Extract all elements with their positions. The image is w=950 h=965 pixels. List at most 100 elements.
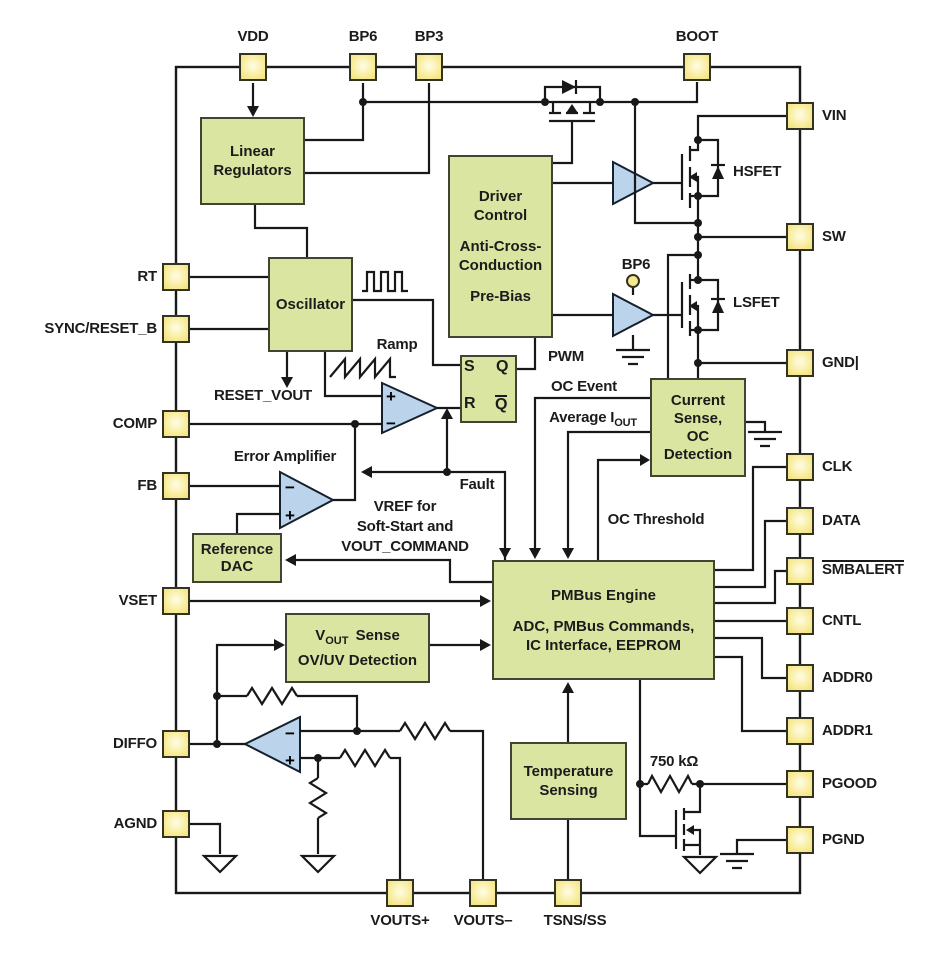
- diffamp-minus-sign: −: [285, 724, 295, 743]
- label-pgood: PGOOD: [822, 775, 877, 792]
- arrow-fault-into-pmbus: [499, 548, 511, 559]
- latch-s-label: S: [464, 358, 475, 375]
- pin-sync-reset-b: [162, 315, 190, 343]
- pin-diffo: [162, 730, 190, 758]
- triangle-ground-divider: [299, 854, 337, 874]
- label-oc-event: OC Event: [551, 378, 617, 395]
- block-current-sense: Current Sense, OC Detection: [650, 378, 746, 477]
- feedback-resistor: [246, 685, 298, 707]
- block-driver-control: Driver Control Anti-Cross- Conduction Pr…: [448, 155, 553, 338]
- block-reference-dac: Reference DAC: [192, 533, 282, 583]
- label-vouts-minus: VOUTS–: [453, 912, 513, 929]
- label-agnd: AGND: [113, 815, 158, 832]
- label-oc-threshold: OC Threshold: [607, 511, 705, 528]
- clock-pulse-waveform: [362, 270, 408, 293]
- earth-ground-pgnd: [720, 852, 754, 870]
- erramp-minus-sign: −: [285, 478, 295, 497]
- diffamp-plus-sign: +: [285, 751, 295, 770]
- pin-bp6: [349, 53, 377, 81]
- label-vouts-plus: VOUTS+: [370, 912, 430, 929]
- label-bp6-internal: BP6: [621, 256, 651, 273]
- lsfet-arrow: [689, 301, 697, 311]
- triangle-ground-pgoodfet: [681, 855, 719, 875]
- pwm-comparator: [381, 381, 440, 435]
- latch-q-label: Q: [496, 358, 509, 375]
- label-tsns-ss: TSNS/SS: [543, 912, 607, 929]
- arrow-voutsense-into-pmbus: [480, 639, 491, 651]
- arrow-into-vout-sense: [274, 639, 285, 651]
- label-reset-vout: RESET_VOUT: [213, 387, 313, 404]
- label-vset: VSET: [118, 592, 158, 609]
- label-error-amplifier: Error Amplifier: [233, 448, 337, 465]
- earth-ground-lsdriver: [616, 348, 650, 366]
- label-bp3: BP3: [414, 28, 444, 45]
- arrow-vref-left: [361, 466, 372, 478]
- pin-addr0: [786, 664, 814, 692]
- block-pmbus-engine: PMBus Engine ADC, PMBus Commands, IC Int…: [492, 560, 715, 680]
- label-addr0: ADDR0: [822, 669, 873, 686]
- bootfet-arrow: [566, 104, 578, 113]
- label-vin: VIN: [822, 107, 847, 124]
- pin-agnd: [162, 810, 190, 838]
- pin-bp3: [415, 53, 443, 81]
- pin-fb: [162, 472, 190, 500]
- hsfet-arrow: [689, 172, 697, 182]
- label-data: DATA: [822, 512, 861, 529]
- pin-vin: [786, 102, 814, 130]
- pwm-plus-sign: +: [386, 387, 396, 406]
- pin-cntl: [786, 607, 814, 635]
- pin-smbalert: [786, 557, 814, 585]
- label-vdd: VDD: [237, 28, 269, 45]
- block-linear-regulators: Linear Regulators: [200, 117, 305, 205]
- label-sw: SW: [822, 228, 846, 245]
- label-addr1: ADDR1: [822, 722, 873, 739]
- label-average-iout: Average IOUT: [549, 409, 637, 429]
- label-clk: CLK: [822, 458, 853, 475]
- label-comp: COMP: [112, 415, 157, 432]
- arrow-fault-up: [441, 408, 453, 419]
- block-oscillator: Oscillator: [268, 257, 353, 352]
- label-hsfet: HSFET: [733, 163, 782, 180]
- ramp-sawtooth-waveform: [329, 355, 396, 381]
- pin-vouts-minus: [469, 879, 497, 907]
- arrow-reset-vout: [281, 377, 293, 388]
- label-750k: 750 kΩ: [649, 753, 699, 770]
- pin-addr1: [786, 717, 814, 745]
- block-temperature-sensing: Temperature Sensing: [510, 742, 627, 820]
- arrow-avgiout-into-pmbus: [562, 548, 574, 559]
- label-pgnd: PGND: [822, 831, 865, 848]
- pin-boot: [683, 53, 711, 81]
- label-boot: BOOT: [675, 28, 719, 45]
- pin-rt: [162, 263, 190, 291]
- block-vout-sense: VOUT Sense OV/UV Detection: [285, 613, 430, 683]
- label-vref-line1: VREF for: [373, 498, 437, 515]
- label-fault: Fault: [459, 476, 495, 493]
- arrow-octhreshold: [640, 454, 650, 466]
- bp6-terminal-circle: [626, 274, 640, 288]
- pin-tsns-ss: [554, 879, 582, 907]
- block-sr-latch: [460, 355, 517, 423]
- label-pwm: PWM: [547, 348, 585, 365]
- pin-pgnd: [786, 826, 814, 854]
- label-ramp: Ramp: [376, 336, 418, 353]
- arrow-vset-into-pmbus: [480, 595, 491, 607]
- ground-resistor: [307, 777, 329, 819]
- label-smbalert: SMBALERT: [822, 560, 904, 578]
- pin-comp: [162, 410, 190, 438]
- pwm-minus-sign: −: [386, 414, 396, 433]
- junction-dots: [213, 98, 704, 788]
- pin-vdd: [239, 53, 267, 81]
- plus-input-resistor: [339, 747, 391, 769]
- pin-gnd: [786, 349, 814, 377]
- erramp-plus-sign: +: [285, 506, 295, 525]
- label-fb: FB: [137, 477, 157, 494]
- ls-driver-amp: [612, 292, 656, 338]
- label-lsfet: LSFET: [733, 294, 780, 311]
- label-vref-line2: Soft-Start and: [356, 518, 454, 535]
- arrow-ocevent-into-pmbus: [529, 548, 541, 559]
- latch-qbar-label: Q: [495, 395, 508, 413]
- hsfet-body-diode: [711, 163, 725, 179]
- pgood-pullup-resistor: [647, 773, 693, 795]
